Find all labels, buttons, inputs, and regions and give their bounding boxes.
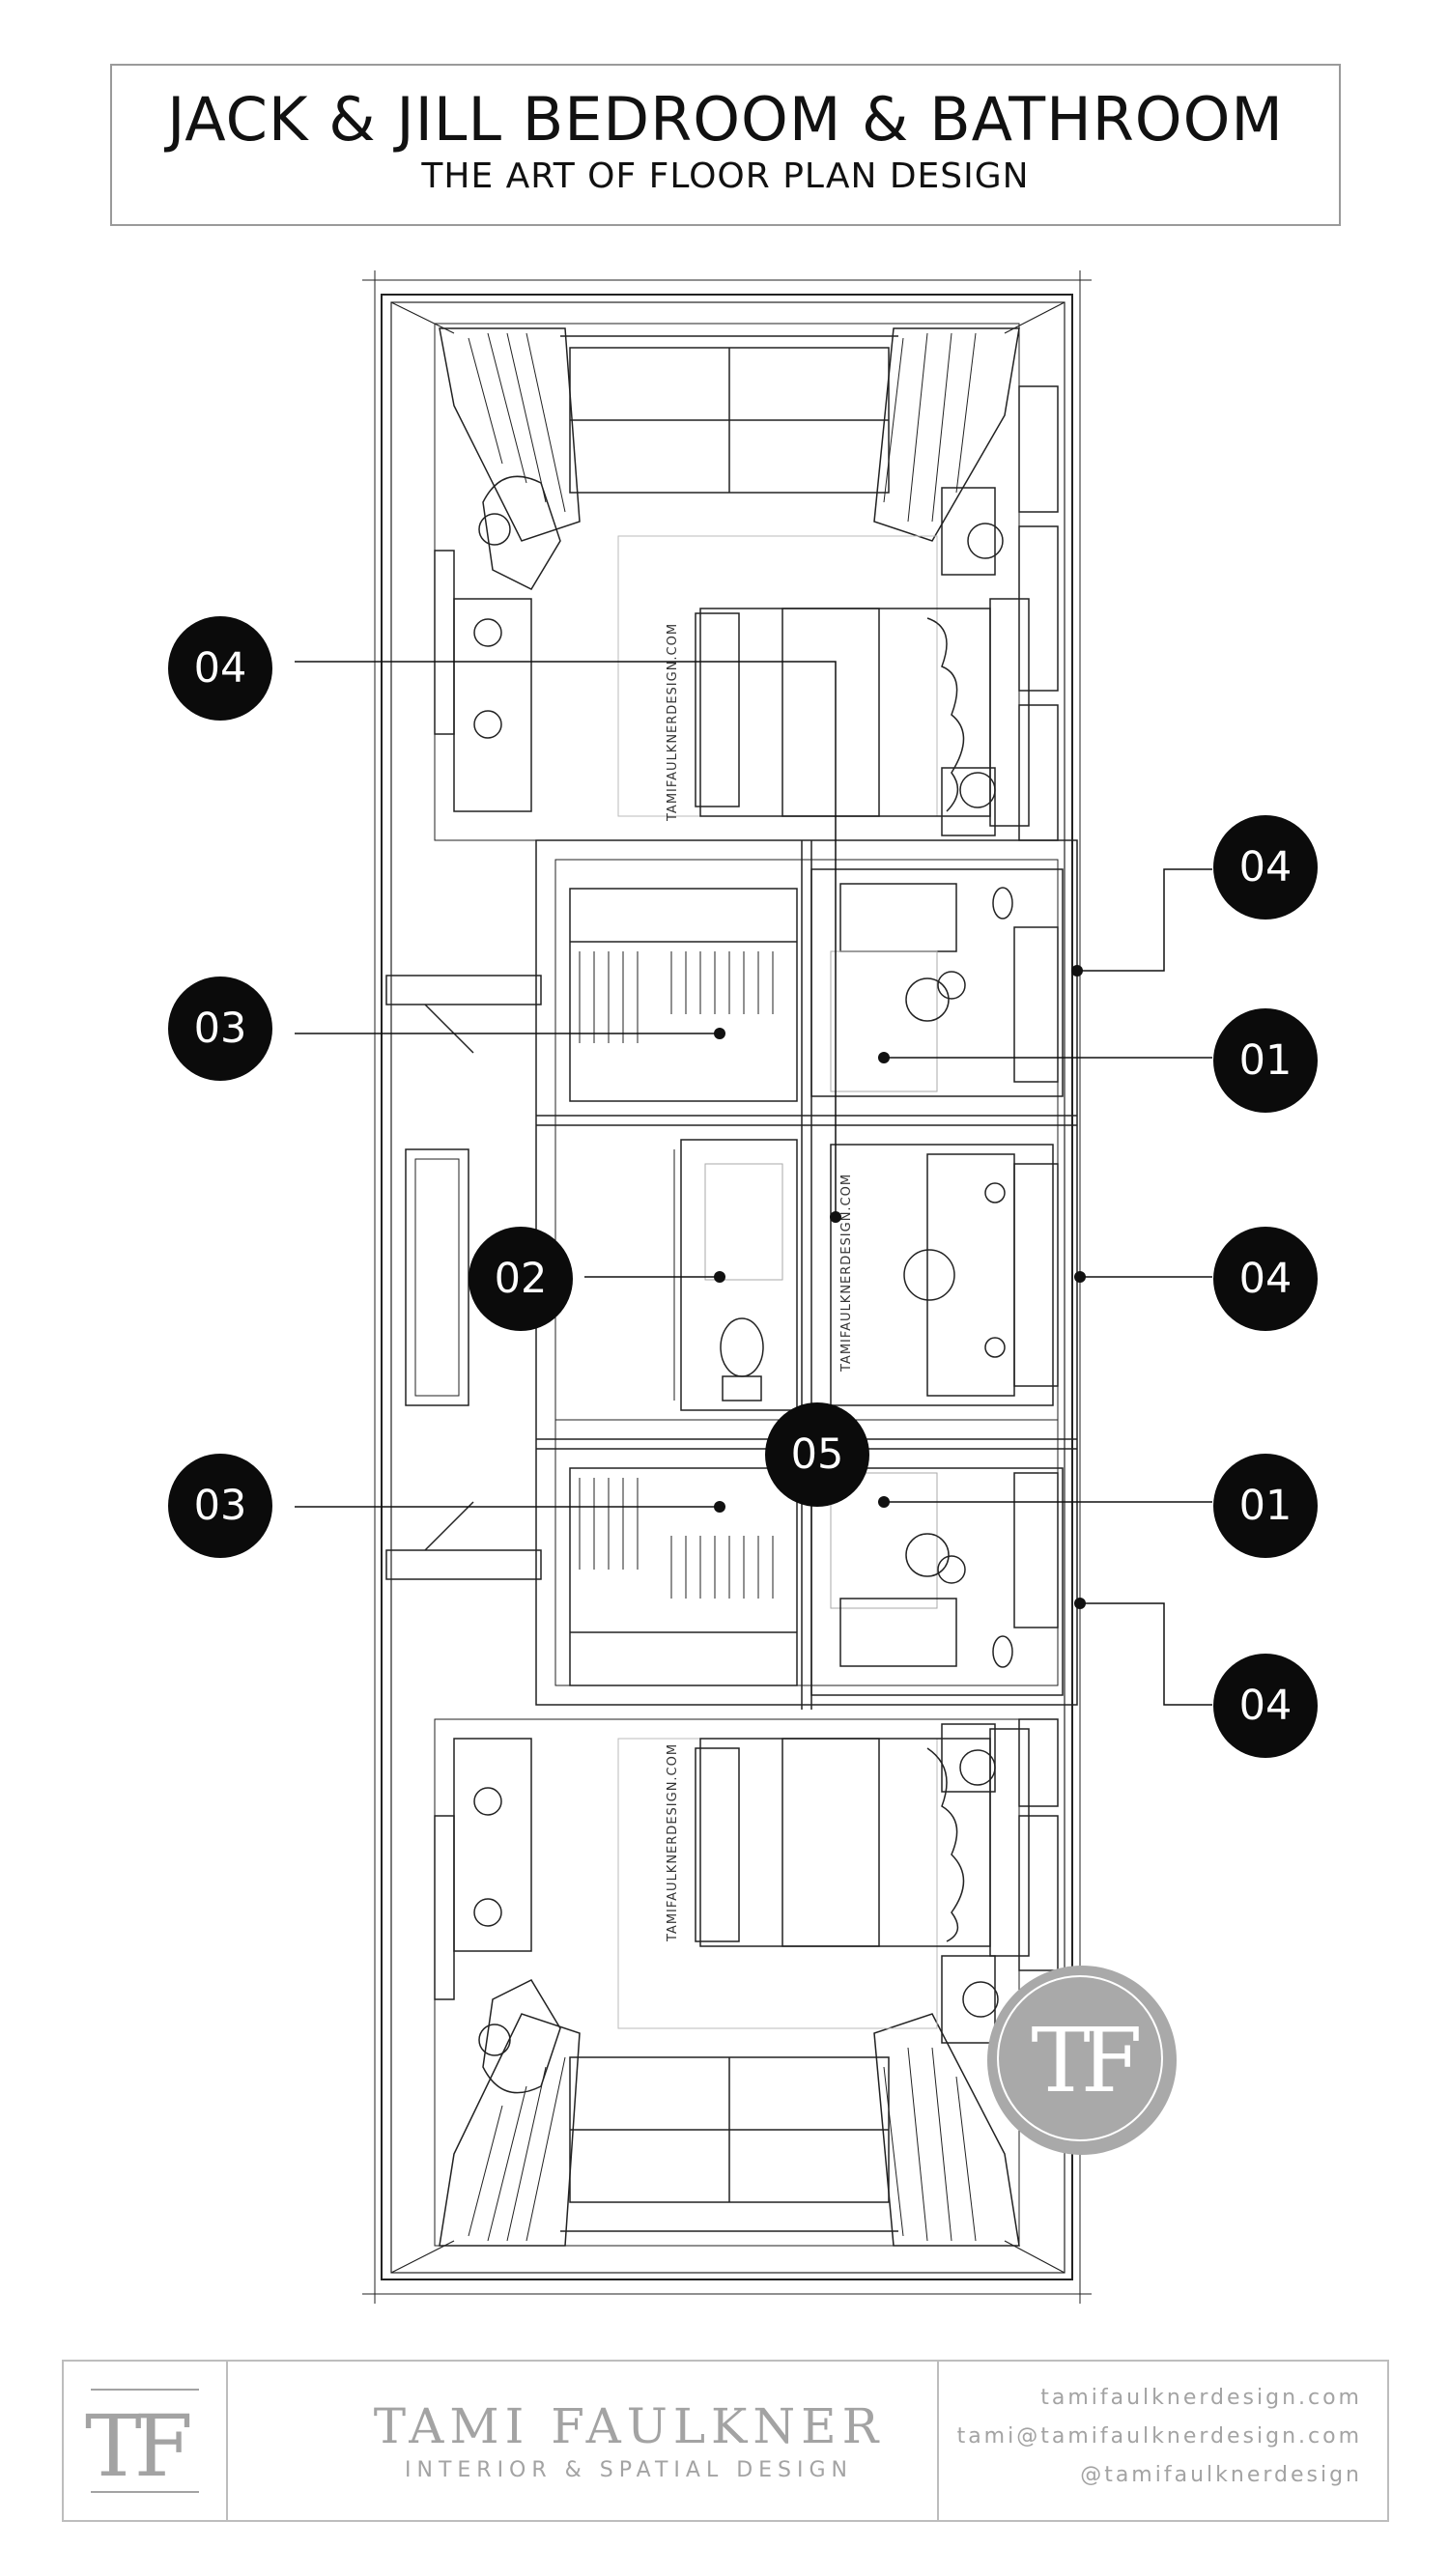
leader-lines (295, 661, 1212, 1706)
footer-monogram: TF (85, 2396, 193, 2496)
page-title: JACK & JILL BEDROOM & BATHROOM (167, 84, 1284, 155)
watermark-bottom: TAMIFAULKNERDESIGN.COM (666, 1743, 680, 1942)
callout-badge: 05 (765, 1402, 869, 1507)
footer-banner: TF TAMI FAULKNER INTERIOR & SPATIAL DESI… (62, 2360, 1389, 2522)
callout-badge: 03 (168, 977, 272, 1081)
bottom-bedroom (434, 1718, 1059, 2247)
leader-dots (714, 965, 1086, 1609)
bath-block (535, 839, 1078, 1710)
page-subtitle: THE ART OF FLOOR PLAN DESIGN (421, 156, 1030, 197)
seal-ring (997, 1975, 1163, 2141)
outer-walls (362, 270, 1092, 2304)
callout-badge: 04 (1213, 815, 1318, 920)
top-bedroom (434, 323, 1059, 841)
logo-rule-bottom (91, 2491, 199, 2493)
social-handle[interactable]: @tamifaulknerdesign (1080, 2463, 1362, 2487)
footer-logo: TF (64, 2362, 228, 2520)
callout-badge: 04 (1213, 1654, 1318, 1758)
callout-badge: 04 (1213, 1227, 1318, 1331)
logo-rule-top (91, 2389, 199, 2391)
callout-badge: 03 (168, 1454, 272, 1558)
website-link[interactable]: tamifaulknerdesign.com (1040, 2386, 1362, 2410)
callout-badge: 04 (168, 616, 272, 721)
callout-badge: 02 (469, 1227, 573, 1331)
tf-seal-logo: TF (987, 1966, 1177, 2155)
brand-name: TAMI FAULKNER (373, 2398, 885, 2454)
title-box: JACK & JILL BEDROOM & BATHROOM THE ART O… (110, 64, 1341, 226)
watermark-top: TAMIFAULKNERDESIGN.COM (666, 623, 680, 822)
brand-tagline: INTERIOR & SPATIAL DESIGN (405, 2458, 853, 2482)
callout-badge: 01 (1213, 1008, 1318, 1113)
watermark-middle: TAMIFAULKNERDESIGN.COM (839, 1174, 854, 1373)
email-link[interactable]: tami@tamifaulknerdesign.com (956, 2424, 1362, 2449)
callout-badge: 01 (1213, 1454, 1318, 1558)
contact-block: tamifaulknerdesign.com tami@tamifaulkner… (937, 2362, 1389, 2520)
